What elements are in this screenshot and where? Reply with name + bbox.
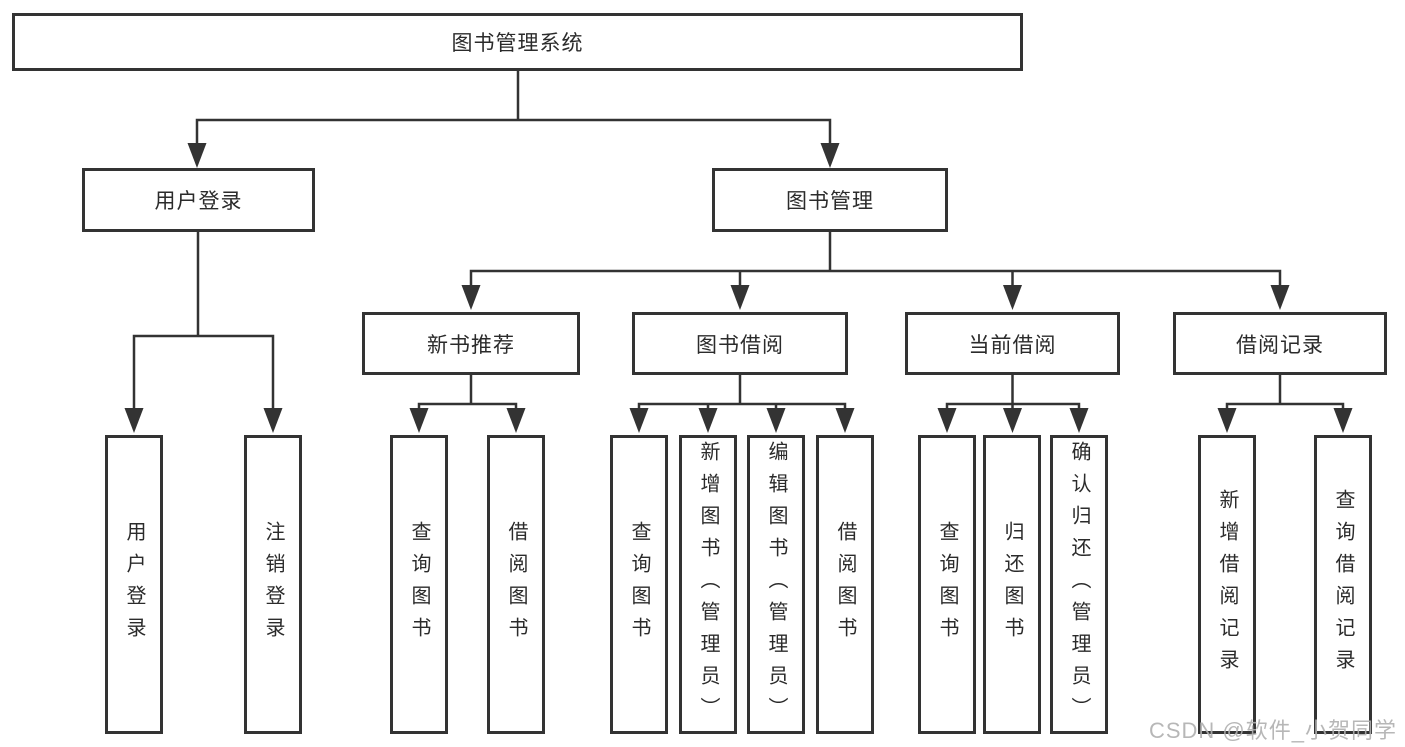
leaf-add-borrow-record: 新增借阅记录 <box>1198 435 1256 734</box>
leaf-query-books-newbook: 查询图书 <box>390 435 448 734</box>
leaf-edit-books-admin: 编辑图书（管理员） <box>747 435 805 734</box>
node-library-management-system: 图书管理系统 <box>12 13 1023 71</box>
node-user-login-module: 用户登录 <box>82 168 315 232</box>
leaf-logout-login: 注销登录 <box>244 435 302 734</box>
node-book-management-module: 图书管理 <box>712 168 948 232</box>
node-borrowing-records: 借阅记录 <box>1173 312 1387 375</box>
leaf-query-books-borrowing: 查询图书 <box>610 435 668 734</box>
leaf-query-borrow-record: 查询借阅记录 <box>1314 435 1372 734</box>
leaf-confirm-return-admin: 确认归还（管理员） <box>1050 435 1108 734</box>
node-book-borrowing: 图书借阅 <box>632 312 848 375</box>
leaf-user-login: 用户登录 <box>105 435 163 734</box>
leaf-return-books: 归还图书 <box>983 435 1041 734</box>
node-current-borrowing: 当前借阅 <box>905 312 1120 375</box>
node-new-book-recommendation: 新书推荐 <box>362 312 580 375</box>
leaf-borrow-books-newbook: 借阅图书 <box>487 435 545 734</box>
leaf-add-books-admin: 新增图书（管理员） <box>679 435 737 734</box>
leaf-query-books-current: 查询图书 <box>918 435 976 734</box>
leaf-borrow-books-borrowing: 借阅图书 <box>816 435 874 734</box>
